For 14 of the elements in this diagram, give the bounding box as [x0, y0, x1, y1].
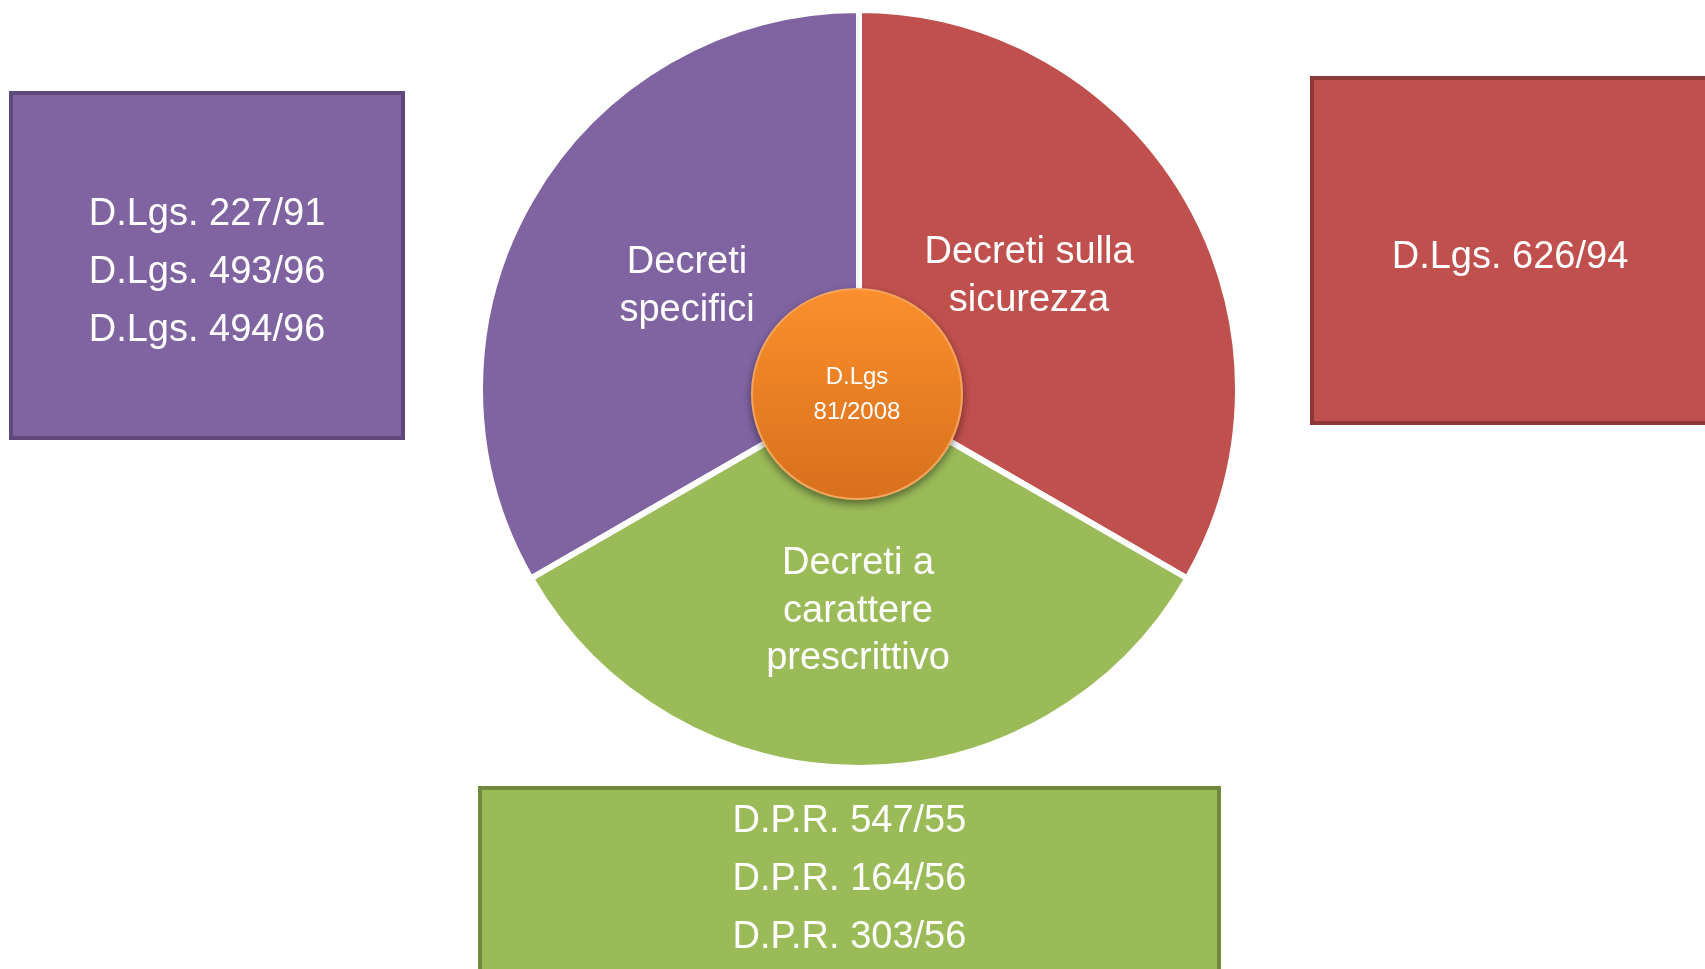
decree-list-panel — [478, 786, 1221, 969]
decree-reference: D.Lgs. 626/94 — [1390, 233, 1630, 278]
center-label: D.Lgs 81/2008 — [812, 361, 902, 426]
decree-list-panel — [9, 91, 405, 440]
sector-label: Decreti sulla sicurezza — [923, 227, 1135, 320]
decree-reference: D.P.R. 303/56 — [731, 913, 968, 958]
decree-list-panel — [1310, 76, 1705, 425]
decree-reference: D.P.R. 164/56 — [731, 855, 968, 900]
decree-reference: D.Lgs. 493/96 — [87, 248, 327, 293]
decree-reference: D.Lgs. 227/91 — [87, 190, 327, 235]
decree-reference: D.P.R. 547/55 — [731, 797, 968, 842]
sector-label: Decreti specifici — [618, 237, 756, 331]
decree-reference: D.Lgs. 494/96 — [87, 306, 327, 351]
sector-label: Decreti a carattere prescrittivo — [765, 538, 951, 679]
